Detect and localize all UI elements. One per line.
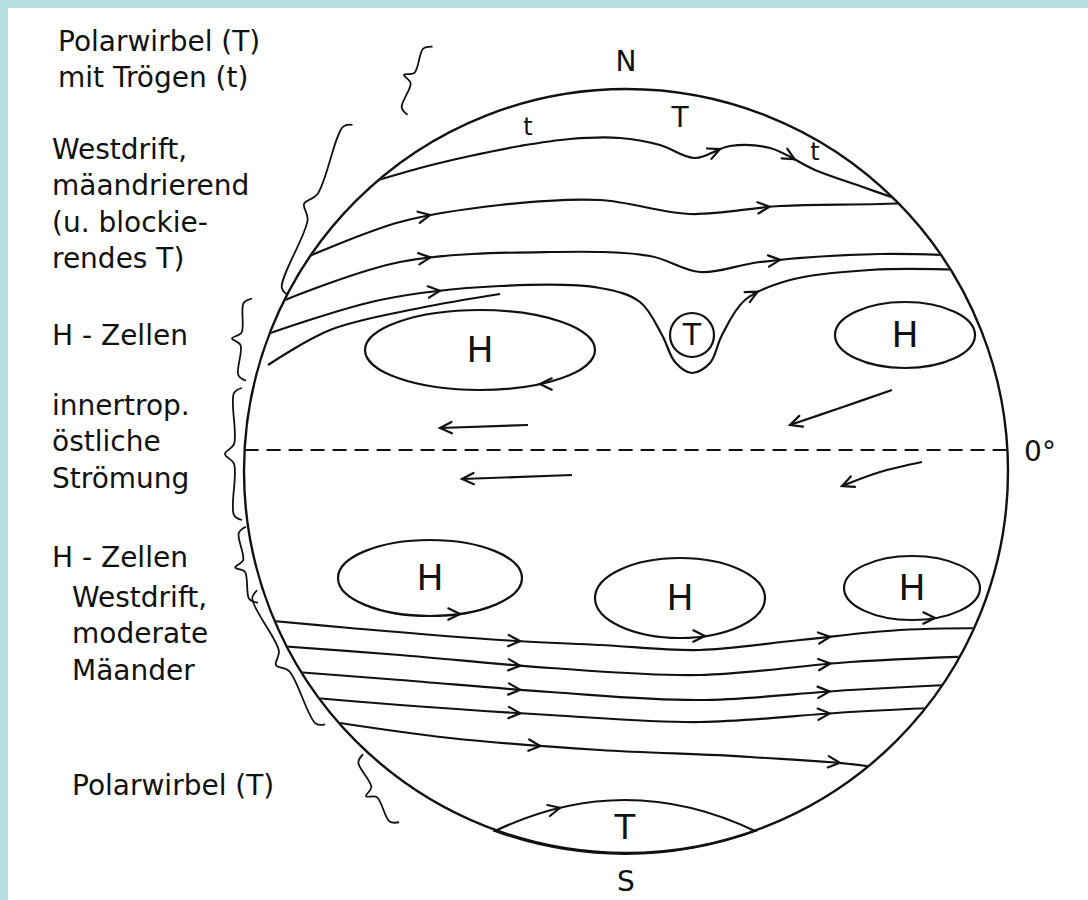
latitude-label: 0° xyxy=(1024,438,1056,466)
polar-vortex-line xyxy=(372,137,900,200)
trough-streamline xyxy=(265,269,1010,373)
easterly-arrow xyxy=(462,475,572,479)
arrowhead xyxy=(817,687,829,698)
high-pressure-cell: H xyxy=(365,310,595,390)
cell-outline xyxy=(595,558,765,638)
arrowhead xyxy=(528,739,540,750)
easterly-arrow xyxy=(790,390,892,425)
easterly-arrow xyxy=(842,462,922,486)
zone-bracket xyxy=(225,388,242,520)
high-pressure-cell: H xyxy=(338,540,522,616)
cell-outline xyxy=(365,310,595,390)
arrowhead xyxy=(508,635,520,646)
arrowhead xyxy=(428,286,440,297)
zone-bracket xyxy=(358,754,399,822)
westerly-streamline xyxy=(320,720,960,790)
zone-brackets xyxy=(225,47,433,823)
zone-bracket xyxy=(232,299,252,381)
arrowhead xyxy=(508,659,520,670)
arrowhead xyxy=(440,422,452,433)
high-pressure-cell: H xyxy=(595,558,765,638)
arrowhead xyxy=(462,473,474,484)
westerly-streamline xyxy=(270,670,1010,700)
pressure-letter: H xyxy=(466,332,493,368)
pressure-letter: H xyxy=(891,317,918,353)
arrowhead xyxy=(818,659,830,670)
westerly-streamline xyxy=(262,620,1010,650)
cell-outline xyxy=(844,556,980,620)
arrowhead xyxy=(818,632,830,643)
zone-label: H - Zellen xyxy=(52,318,252,354)
paper-panel xyxy=(8,8,1088,900)
low-outline xyxy=(670,313,714,357)
westerly-streamline xyxy=(300,200,1010,260)
arrowhead xyxy=(508,683,520,694)
zone-label: H - Zellen xyxy=(52,540,252,576)
streamlines xyxy=(262,137,1010,790)
low-letter: T xyxy=(615,810,636,844)
cell-outline xyxy=(338,540,522,616)
zone-label: Westdrift, moderate Mäander xyxy=(72,580,262,689)
arrowhead xyxy=(418,212,431,223)
pressure-letter: H xyxy=(666,580,693,616)
arrowhead xyxy=(757,202,769,213)
arrowhead xyxy=(768,255,780,266)
trough-label: t xyxy=(523,115,532,139)
arrowhead xyxy=(707,148,720,158)
zone-bracket xyxy=(402,47,433,115)
westerly-streamline xyxy=(285,252,1010,300)
arrowhead xyxy=(745,292,758,302)
low-label: T xyxy=(671,104,688,132)
arrowhead xyxy=(818,709,830,720)
flow-arrows xyxy=(418,148,935,816)
trough-label: t xyxy=(810,140,819,164)
zone-label: Polarwirbel (T) xyxy=(72,768,312,804)
pressure-letter: H xyxy=(416,560,443,596)
cell-outline xyxy=(835,302,975,368)
cutoff-low: T xyxy=(669,312,715,358)
zone-bracket xyxy=(235,527,258,603)
easterly-arrow xyxy=(440,425,528,428)
vortex-outline xyxy=(495,800,755,854)
westerly-streamline xyxy=(265,645,1010,675)
pole-label: N xyxy=(616,48,637,76)
high-pressure-cell: H xyxy=(835,302,975,368)
low-letter: T xyxy=(683,320,701,350)
arrowhead xyxy=(790,416,803,427)
arrowhead xyxy=(418,253,430,264)
zone-bracket xyxy=(252,590,325,724)
westerly-streamline xyxy=(268,294,500,365)
polar-vortex: T xyxy=(495,798,755,856)
arrowhead xyxy=(828,756,840,767)
pressure-letter: H xyxy=(898,570,925,606)
zone-label: innertrop. östliche Strömung xyxy=(52,388,242,497)
arrowhead xyxy=(782,149,795,160)
high-pressure-cell: H xyxy=(844,556,980,620)
arrowhead xyxy=(508,707,520,718)
pole-label: S xyxy=(617,868,635,896)
zone-label: Westdrift, mäandrierend (u. blockie-rend… xyxy=(52,132,282,278)
westerly-streamline xyxy=(280,695,1000,722)
zone-label: Polarwirbel (T) mit Trögen (t) xyxy=(58,24,298,97)
equator-line xyxy=(245,449,1008,451)
zone-bracket xyxy=(282,125,353,295)
arrowhead xyxy=(842,476,855,487)
